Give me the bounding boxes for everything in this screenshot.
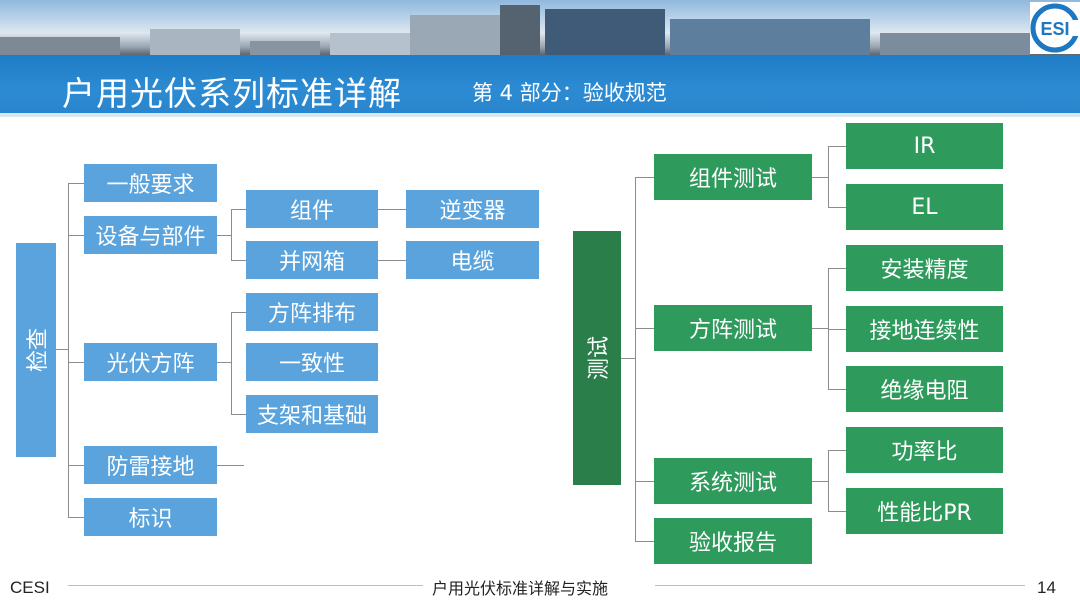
connector	[68, 235, 84, 236]
connector	[68, 465, 84, 466]
node-ground-continuity: 接地连续性	[846, 306, 1003, 352]
footer-title: 户用光伏标准详解与实施	[432, 579, 609, 598]
connector	[231, 312, 246, 313]
node-module: 组件	[246, 190, 378, 228]
node-pv-array: 光伏方阵	[84, 343, 217, 381]
footer-divider	[655, 585, 1025, 586]
connector	[68, 183, 84, 184]
page-number: 14	[1037, 578, 1056, 597]
connector	[231, 209, 246, 210]
connector	[217, 465, 244, 466]
connector	[231, 414, 246, 415]
footer-brand: CESI	[10, 578, 50, 597]
cesi-logo: ESI	[1030, 2, 1080, 54]
connector	[828, 450, 829, 512]
connector	[635, 177, 636, 542]
connector	[635, 328, 654, 329]
inspection-root-node: 检查	[16, 243, 56, 457]
node-acceptance-report: 验收报告	[654, 518, 812, 564]
node-array-test: 方阵测试	[654, 305, 812, 351]
connector	[217, 235, 231, 236]
header-photo-banner	[0, 0, 1080, 55]
node-equipment-components: 设备与部件	[84, 216, 217, 254]
node-el: EL	[846, 184, 1003, 230]
node-power-ratio: 功率比	[846, 427, 1003, 473]
connector	[812, 481, 828, 482]
connector	[231, 312, 232, 415]
node-lightning-grounding: 防雷接地	[84, 446, 217, 484]
node-cable: 电缆	[406, 241, 539, 279]
page-title: 户用光伏系列标准详解	[62, 74, 402, 113]
connector	[68, 183, 69, 517]
connector	[56, 349, 68, 350]
title-bar: 户用光伏系列标准详解 第 4 部分：验收规范	[0, 55, 1080, 117]
node-support-foundation: 支架和基础	[246, 395, 378, 433]
connector	[828, 450, 846, 451]
node-array-layout: 方阵排布	[246, 293, 378, 331]
connector	[828, 146, 846, 147]
node-system-test: 系统测试	[654, 458, 812, 504]
connector	[828, 511, 846, 512]
node-combiner-box: 并网箱	[246, 241, 378, 279]
node-ir: IR	[846, 123, 1003, 169]
node-insulation-resistance: 绝缘电阻	[846, 366, 1003, 412]
connector	[828, 389, 846, 390]
connector	[217, 362, 231, 363]
node-install-precision: 安装精度	[846, 245, 1003, 291]
node-performance-ratio: 性能比PR	[846, 488, 1003, 534]
connector	[378, 209, 406, 210]
connector	[828, 268, 846, 269]
node-inverter: 逆变器	[406, 190, 539, 228]
connector	[68, 517, 84, 518]
connector	[812, 328, 828, 329]
connector	[635, 481, 654, 482]
connector	[635, 177, 654, 178]
connector	[231, 260, 246, 261]
connector	[635, 541, 654, 542]
connector	[68, 362, 84, 363]
svg-text:ESI: ESI	[1040, 19, 1069, 39]
footer-divider	[68, 585, 423, 586]
connector	[231, 209, 232, 261]
node-module-test: 组件测试	[654, 154, 812, 200]
test-root-node: 测试	[573, 231, 621, 485]
page-subtitle: 第 4 部分：验收规范	[472, 81, 667, 105]
connector	[828, 146, 829, 208]
cesi-logo-icon: ESI	[1030, 3, 1080, 53]
node-marking: 标识	[84, 498, 217, 536]
node-general-requirements: 一般要求	[84, 164, 217, 202]
connector	[828, 207, 846, 208]
connector	[828, 329, 846, 330]
connector	[812, 177, 828, 178]
connector	[621, 358, 635, 359]
node-consistency: 一致性	[246, 343, 378, 381]
connector	[378, 260, 406, 261]
